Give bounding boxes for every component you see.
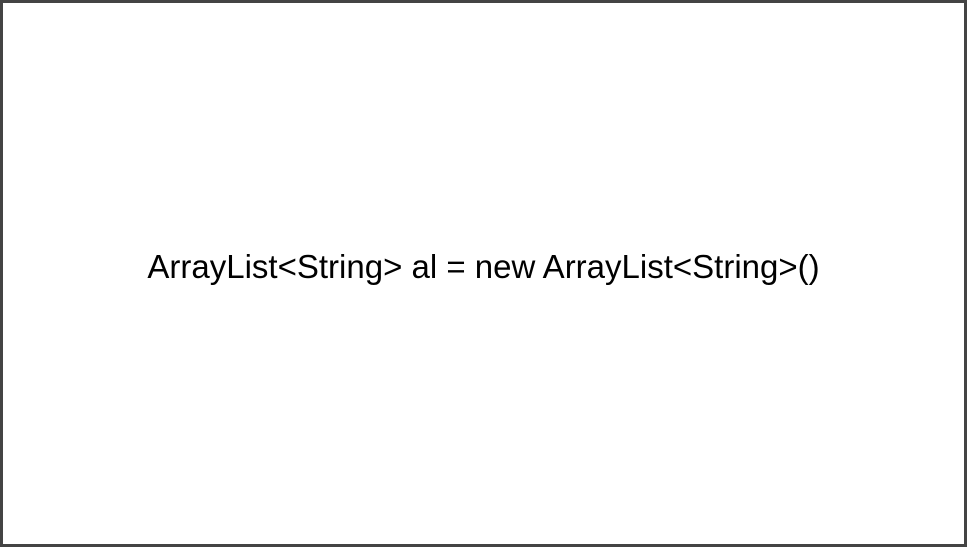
- code-statement: ArrayList<String> al = new ArrayList<Str…: [147, 248, 820, 285]
